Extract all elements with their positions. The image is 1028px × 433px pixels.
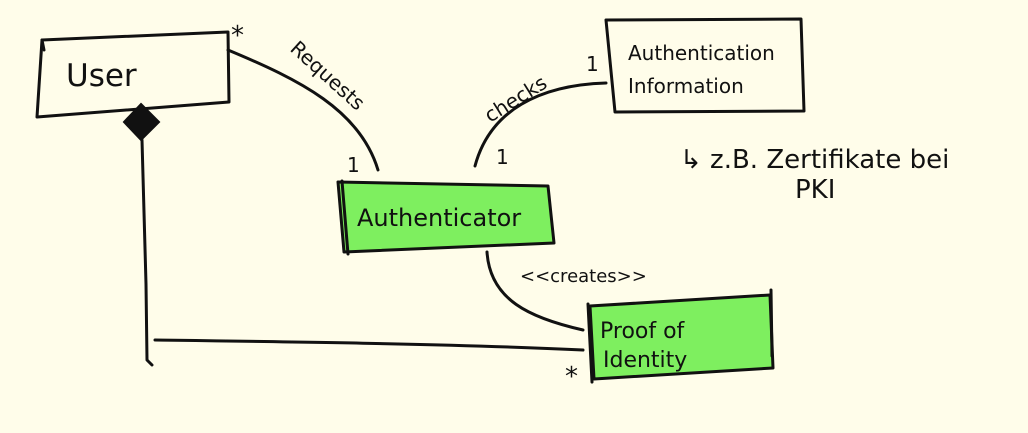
auth-info-box: [604, 17, 806, 114]
proof-label-line2: Identity: [603, 348, 687, 373]
requests-association-line: [226, 48, 380, 172]
multiplicity-authenticator-requests: 1: [347, 153, 360, 177]
composition-horizontal-line: [153, 338, 585, 352]
authenticator-label: Authenticator: [357, 204, 521, 232]
user-box-top-accent: [40, 38, 46, 52]
class-authenticator[interactable]: Authenticator: [336, 179, 556, 256]
user-box: [35, 30, 231, 119]
multiplicity-auth-info-checks: 1: [586, 52, 599, 76]
class-authentication-information[interactable]: Authentication Information: [604, 17, 806, 114]
auth-info-label-line2: Information: [628, 74, 744, 98]
auth-info-label-line1: Authentication: [628, 41, 775, 65]
multiplicity-authenticator-checks: 1: [496, 145, 509, 169]
authenticator-left-bar: [340, 179, 350, 256]
authenticator-box-fill: [336, 180, 556, 254]
checks-label: checks: [480, 70, 551, 127]
proof-box-fill: [588, 293, 775, 381]
note-line1: ↳ z.B. Zertifikate bei: [680, 145, 949, 175]
class-user[interactable]: User: [35, 30, 231, 119]
creates-association-line: [485, 250, 585, 332]
note-line2: PKI: [795, 175, 835, 205]
multiplicity-proof-user: *: [565, 362, 578, 392]
proof-left-bar: [586, 302, 594, 384]
checks-association-line: [473, 81, 608, 168]
composition-vertical-line: [140, 138, 154, 367]
note-certificates: ↳ z.B. Zertifikate bei PKI: [680, 145, 949, 205]
multiplicity-user-requests: *: [231, 21, 244, 51]
proof-right-bar: [769, 288, 774, 358]
user-label: User: [66, 58, 137, 94]
class-proof-of-identity[interactable]: Proof of Identity: [586, 288, 775, 384]
creates-label: <<creates>>: [520, 266, 647, 287]
proof-label-line1: Proof of: [600, 319, 686, 344]
